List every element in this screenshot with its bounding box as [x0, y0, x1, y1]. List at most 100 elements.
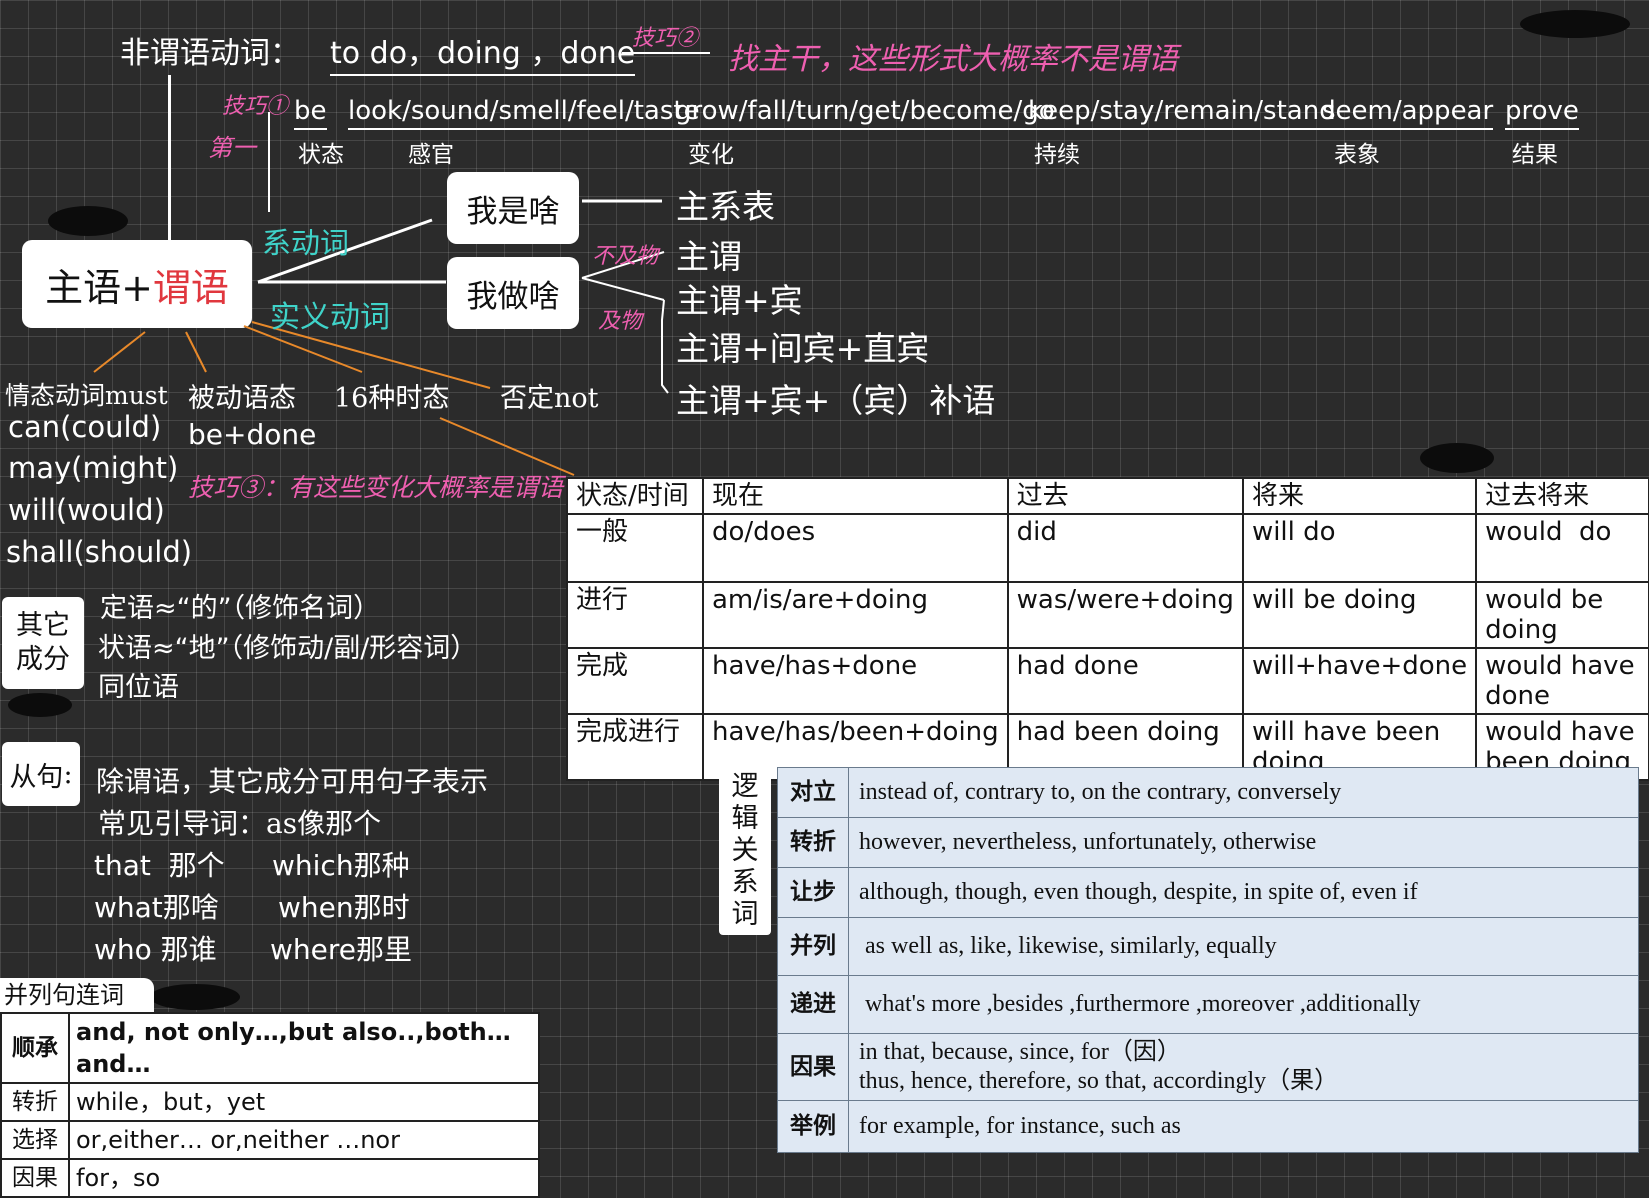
logic-cause-line: in that, because, since, for（因） [859, 1039, 1181, 1065]
tenses-heading: 16种时态 [334, 383, 450, 414]
tense-row: 一般 do/does did will do would do [566, 513, 1649, 583]
linking-verb-word: grow/fall/turn/get/become/go [675, 96, 1055, 130]
transitive-label: 及物 [598, 309, 643, 334]
what-do-i-do-box: 我做啥 [447, 257, 579, 329]
tip1-handwritten: 技巧① [222, 94, 289, 119]
conj-type: 顺承 [0, 1012, 70, 1084]
tense-table: 状态/时间 现在 过去 将来 过去将来 一般 do/does did will … [566, 477, 1649, 781]
sentence-pattern: 主谓+间宾+直宾 [676, 329, 930, 368]
nonfinite-forms: to do，doing ，done [330, 28, 636, 76]
logic-row: 让步 although, though, even though, despit… [777, 867, 1639, 918]
tense-cell: would have done [1475, 647, 1649, 715]
logic-type: 转折 [777, 817, 849, 868]
redaction-mark [1520, 10, 1630, 38]
tense-row: 进行 am/is/are+doing was/were+doing will b… [566, 581, 1649, 649]
tip1-sub: 第一 [208, 134, 256, 162]
clause-label: 从句: [2, 742, 80, 806]
linking-verb-label: 系动词 [262, 226, 350, 260]
what-do-i-do-text: 我做啥 [466, 278, 560, 315]
tense-cell: will+have+done [1241, 647, 1478, 715]
logic-type: 因果 [777, 1033, 849, 1101]
subject-text: 主语+ [45, 265, 153, 310]
connector-line [168, 75, 171, 245]
tense-cell: had done [1006, 647, 1244, 715]
logic-table: 对立 instead of, contrary to, on the contr… [777, 767, 1639, 1153]
tense-cell: will do [1241, 513, 1478, 583]
redaction-mark [1420, 443, 1494, 473]
logic-row: 递进 what's more ,besides ,furthermore ,mo… [777, 975, 1639, 1034]
modal-verb-item: can(could) [8, 410, 162, 444]
tense-cell: am/is/are+doing [702, 581, 1009, 649]
clause-intro-word: that 那个 [94, 849, 225, 882]
logic-words: in that, because, since, for（因） thus, he… [848, 1033, 1639, 1101]
conj-row: 因果 for，so [0, 1158, 540, 1198]
redaction-mark [150, 984, 240, 1010]
logic-row: 转折 however, nevertheless, unfortunately,… [777, 817, 1639, 868]
other-component-item: 同位语 [98, 672, 179, 703]
svc-pattern: 主系表 [676, 187, 775, 226]
other-components-label: 其它成分 [2, 597, 84, 689]
modal-verb-item: shall(should) [6, 535, 193, 569]
conj-row: 选择 or,either… or,neither …nor [0, 1120, 540, 1160]
conj-words: while，but，yet [68, 1082, 540, 1122]
conj-type: 因果 [0, 1158, 70, 1198]
logic-words: instead of, contrary to, on the contrary… [848, 767, 1639, 818]
subject-predicate-box: 主语+谓语 [22, 240, 252, 328]
clause-description: 除谓语，其它成分可用句子表示 [96, 765, 489, 798]
linking-verb-meaning: 变化 [688, 142, 734, 168]
redaction-mark [48, 206, 128, 236]
logic-row: 并列 as well as, like, likewise, similarly… [777, 917, 1639, 976]
linking-verb-meaning: 感官 [408, 142, 454, 168]
tense-table-header: 状态/时间 现在 过去 将来 过去将来 [566, 477, 1649, 515]
core-branch-lines [93, 199, 669, 476]
tip2-handwritten: 技巧② [632, 26, 699, 51]
conj-title: 并列句连词 [0, 978, 154, 1012]
intransitive-label: 不及物 [592, 244, 659, 269]
tip2-note: 找主干，这些形式大概率不是谓语 [728, 42, 1178, 77]
tense-cell: do/does [702, 513, 1009, 583]
linking-verb-word: keep/stay/remain/stand [1028, 96, 1336, 130]
tense-row: 完成 have/has+done had done will+have+done… [566, 647, 1649, 715]
logic-words: however, nevertheless, unfortunately, ot… [848, 817, 1639, 868]
conj-table: 顺承 and, not only…,but also..,both…and… 转… [0, 1012, 540, 1198]
linking-verb-word: look/sound/smell/feel/taste [348, 96, 700, 130]
logic-words: for example, for instance, such as [848, 1100, 1639, 1153]
linking-verb-meaning: 结果 [1512, 142, 1558, 168]
who-am-i-text: 我是啥 [466, 193, 560, 230]
logic-row: 对立 instead of, contrary to, on the contr… [777, 767, 1639, 818]
tense-header-cell: 过去 [1006, 477, 1244, 515]
tense-cell: 一般 [566, 513, 704, 583]
predicate-text: 谓语 [152, 265, 229, 310]
tip1-bracket [268, 112, 270, 212]
logic-type: 举例 [777, 1100, 849, 1153]
clause-intro-words: 常见引导词：as像那个 [98, 807, 382, 840]
redaction-mark [8, 693, 72, 717]
tip3-note: 技巧③：有这些变化大概率是谓语 [188, 473, 564, 502]
conj-type: 选择 [0, 1120, 70, 1160]
negation-heading: 否定not [500, 383, 599, 414]
tense-header-cell: 过去将来 [1475, 477, 1649, 515]
conj-row: 转折 while，but，yet [0, 1082, 540, 1122]
conj-row: 顺承 and, not only…,but also..,both…and… [0, 1012, 540, 1084]
logic-words: as well as, like, likewise, similarly, e… [848, 917, 1639, 976]
tip2-underline [622, 52, 710, 54]
clause-intro-word: when那时 [278, 891, 410, 924]
tense-cell: have/has+done [702, 647, 1009, 715]
logic-row: 举例 for example, for instance, such as [777, 1100, 1639, 1153]
tense-header-cell: 状态/时间 [566, 477, 704, 515]
tense-cell: 进行 [566, 581, 704, 649]
logic-row: 因果 in that, because, since, for（因） thus,… [777, 1033, 1639, 1101]
conj-title-text: 并列句连词 [4, 981, 124, 1009]
tense-header-cell: 现在 [702, 477, 1009, 515]
logic-words: what's more ,besides ,furthermore ,moreo… [848, 975, 1639, 1034]
modal-verb-item: may(might) [8, 451, 179, 485]
clause-intro-word: what那啥 [94, 891, 219, 924]
tense-cell: 完成进行 [566, 713, 704, 781]
clause-intro-word: who 那谁 [94, 933, 217, 966]
logic-label: 逻辑关系词 [719, 765, 771, 935]
other-component-item: 定语≈“的”（修饰名词） [100, 593, 381, 624]
logic-type: 对立 [777, 767, 849, 818]
linking-verb-meaning: 表象 [1334, 142, 1380, 168]
logic-words: although, though, even though, despite, … [848, 867, 1639, 918]
logic-label-text: 逻辑关系词 [731, 771, 759, 930]
